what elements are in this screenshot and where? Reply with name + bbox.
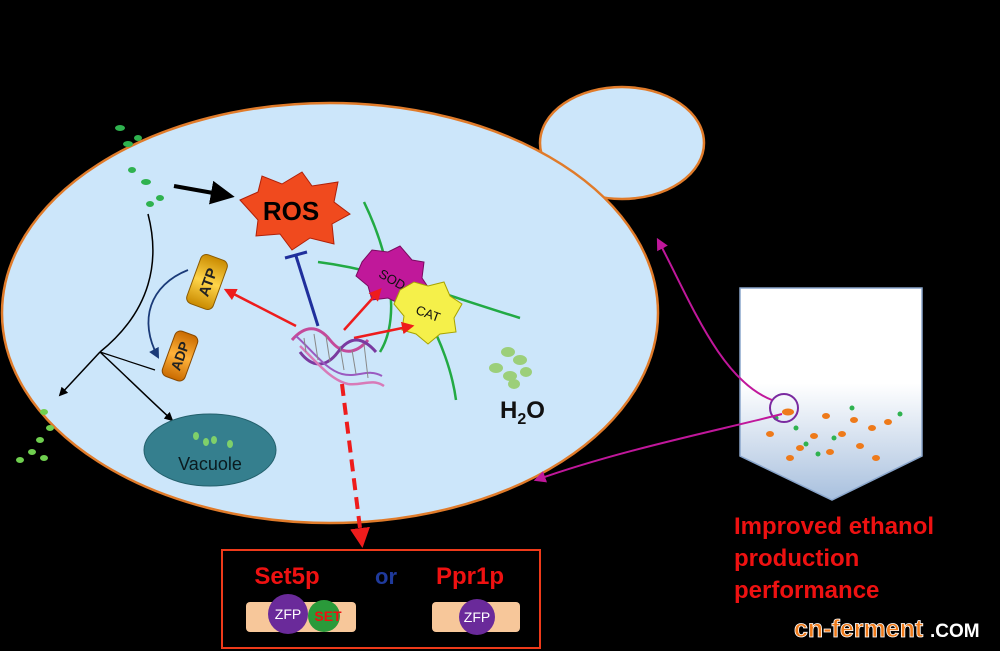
outcome-line-3: performance (734, 577, 879, 604)
or-label: or (375, 564, 397, 589)
extracellular-particles-bottom (16, 409, 54, 463)
ros-star-shape (239, 171, 351, 251)
outcome-text: Improved ethanol production performance (734, 513, 934, 604)
stress-to-ros-arrow (173, 180, 235, 205)
outcome-line-2: production (734, 545, 859, 572)
set5p-domains: ZFP SET (246, 594, 356, 634)
dna-to-sod-arrow (343, 288, 382, 331)
extracellular-particles-top (115, 125, 164, 207)
set-label: SET (314, 608, 342, 624)
atp-node: ATP (186, 253, 228, 311)
tank-orange-particles (766, 408, 892, 461)
tank-shape (739, 287, 923, 501)
ppr1p-domains: ZFP (432, 599, 520, 635)
tank-to-bud-arrow (656, 237, 773, 401)
gene-to-protein-arrow (340, 383, 370, 548)
dna-to-atp-arrow (223, 288, 297, 328)
inhibition-bar (284, 250, 308, 260)
water-molecules (489, 347, 532, 389)
transport-flow-line (99, 213, 154, 353)
vacuole-label: Vacuole (178, 454, 242, 474)
vacuole: Vacuole (143, 413, 277, 487)
zfp-domain-a (268, 594, 308, 634)
watermark: cn-ferment .COM (794, 615, 980, 644)
ppr1p-label: Ppr1p (436, 563, 504, 590)
watermark-text: cn-ferment (794, 615, 924, 643)
adp-node: ADP (161, 330, 199, 382)
mother-cell (0, 101, 660, 525)
dna-helix (290, 327, 385, 388)
export-branch (99, 351, 156, 371)
set-domain (308, 600, 340, 632)
tank-to-cell-arrow (533, 413, 783, 483)
watermark-suffix: .COM (930, 621, 980, 642)
fermentation-tank (739, 287, 923, 501)
zfp-label-a: ZFP (275, 606, 301, 622)
protein-box (221, 549, 541, 649)
inhibition-line (294, 255, 320, 327)
set5p-label: Set5p (254, 563, 319, 590)
atp-to-adp-arrow (147, 269, 189, 359)
bud-cell (538, 85, 706, 201)
water-label: H2O (500, 397, 545, 428)
zfp-label-b: ZFP (464, 609, 490, 625)
outcome-line-1: Improved ethanol (734, 513, 934, 540)
vacuole-shape (143, 413, 277, 487)
export-arrow (58, 351, 101, 397)
vacuole-import-arrow (99, 351, 174, 422)
ros-node: ROS (239, 171, 351, 251)
ros-label: ROS (263, 196, 319, 226)
zfp-domain-b (459, 599, 495, 635)
zoom-circle (769, 393, 799, 423)
dna-to-cat-arrow (353, 321, 415, 340)
